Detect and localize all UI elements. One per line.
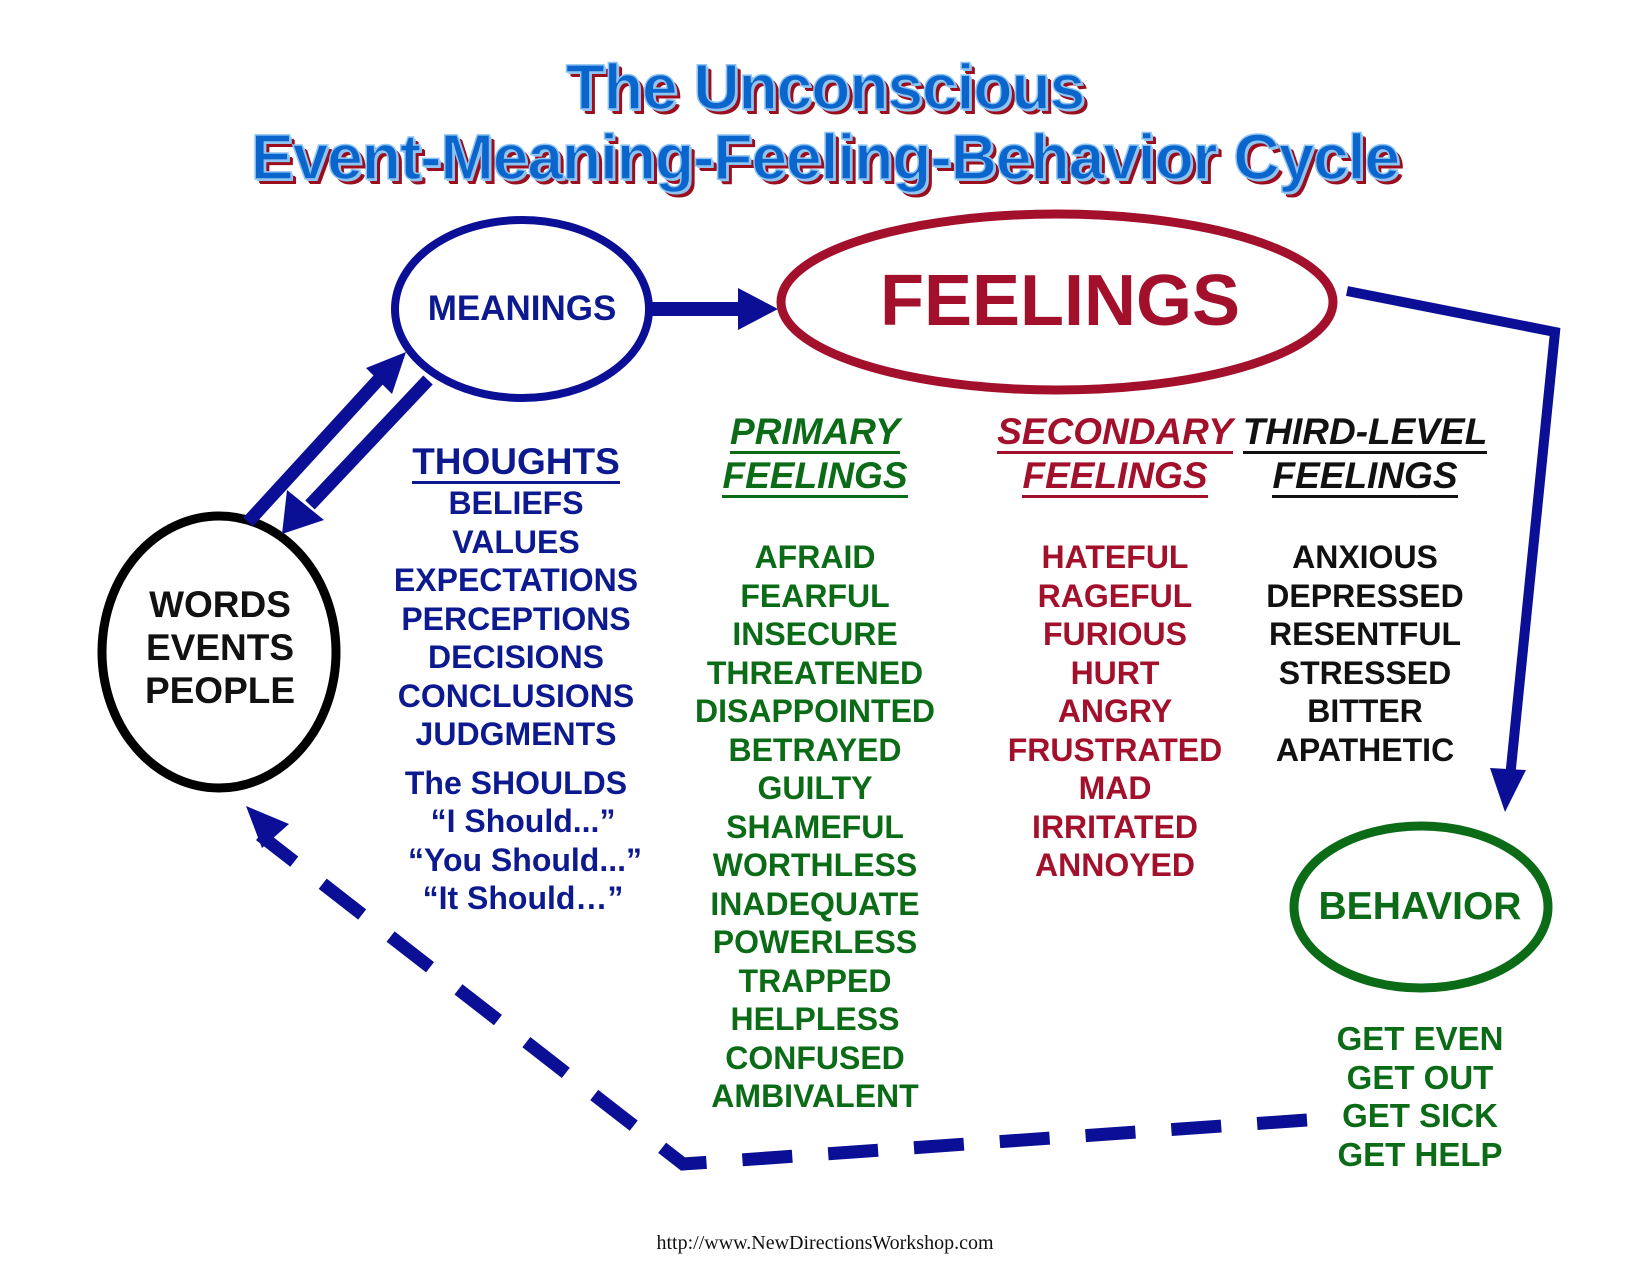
should-item: “You Should...” [407, 841, 643, 878]
should-item: “I Should...” [430, 803, 616, 839]
secondary-feeling-item: ANGRY [1057, 693, 1173, 729]
primary-feeling-item: DISAPPOINTED [694, 693, 936, 729]
events-label-people: PEOPLE [144, 670, 296, 711]
primary-feeling-item: GUILTY [757, 770, 873, 806]
primary-feeling-item: BETRAYED [728, 731, 902, 768]
feelings-ellipse [776, 209, 1338, 395]
secondary-feelings-heading: SECONDARY FEELINGS [997, 411, 1233, 498]
thought-item: VALUES [452, 523, 580, 560]
secondary-feeling-item: HURT [1070, 654, 1160, 691]
primary-feeling-item: CONFUSED [725, 1039, 905, 1076]
shoulds-heading: The SHOULDS [404, 764, 628, 801]
primary-feeling-item: WORTHLESS [712, 847, 918, 883]
meanings-ellipse [391, 216, 653, 402]
thought-item: PERCEPTIONS [401, 600, 631, 637]
behavior-item: GET SICK [1342, 1097, 1498, 1134]
behavior-item: GET OUT [1346, 1058, 1494, 1096]
behavior-to-events-dashed-arrow [246, 806, 1308, 1171]
primary-feeling-item: AMBIVALENT [711, 1078, 919, 1114]
thought-item: DECISIONS [427, 639, 605, 675]
events-ellipse [97, 511, 341, 793]
thought-item: EXPECTATIONS [393, 562, 639, 598]
secondary-feeling-item: MAD [1078, 770, 1152, 806]
secondary-feeling-item: HATEFUL [1041, 539, 1189, 575]
primary-feeling-item: INSECURE [732, 616, 898, 652]
third-level-feeling-item: BITTER [1307, 693, 1423, 729]
primary-feeling-item: HELPLESS [730, 1001, 900, 1037]
secondary-feeling-item: FURIOUS [1043, 616, 1187, 652]
third-level-feelings-heading: THIRD-LEVEL FEELINGS [1242, 411, 1488, 498]
third-level-feeling-item: STRESSED [1278, 654, 1452, 691]
events-to-meanings-arrow [243, 352, 406, 527]
primary-feeling-item: SHAMEFUL [726, 808, 904, 845]
behavior-item: GET HELP [1337, 1135, 1503, 1173]
footer-url[interactable]: http://www.NewDirectionsWorkshop.com [656, 1232, 994, 1254]
behaviors-list: GET EVEN GET OUT GET SICK GET HELP [1290, 1020, 1550, 1174]
events-label-events: EVENTS [145, 627, 295, 668]
meanings-label: MEANINGS [427, 289, 617, 328]
behavior-ellipse [1289, 821, 1553, 993]
thoughts-column: THOUGHTS BELIEFS VALUES EXPECTATIONS PER… [366, 440, 666, 918]
primary-feelings-list: AFRAID FEARFUL INSECURE THREATENED DISAP… [660, 538, 970, 1116]
third-level-feelings-list: ANXIOUS DEPRESSED RESENTFUL STRESSED BIT… [1225, 538, 1505, 769]
feelings-label: FEELINGS [879, 261, 1241, 341]
third-level-feeling-item: RESENTFUL [1269, 616, 1461, 652]
secondary-feeling-item: FRUSTRATED [1007, 731, 1223, 768]
secondary-feelings-list: HATEFUL RAGEFUL FURIOUS HURT ANGRY FRUST… [955, 538, 1275, 885]
third-level-feeling-item: APATHETIC [1275, 731, 1455, 768]
thought-item: BELIEFS [448, 485, 584, 521]
primary-feeling-item: POWERLESS [712, 924, 918, 960]
behavior-label: BEHAVIOR [1318, 885, 1522, 928]
primary-feeling-item: AFRAID [754, 539, 876, 575]
primary-feelings-heading: PRIMARY FEELINGS [722, 411, 908, 498]
events-label: WORDS EVENTS PEOPLE [120, 583, 320, 712]
title-line-2: Event-Meaning-Feeling-Behavior Cycle [250, 121, 1401, 193]
should-item: “It Should…” [422, 880, 624, 916]
primary-feeling-item: THREATENED [706, 654, 924, 691]
primary-feeling-item: FEARFUL [740, 577, 890, 614]
feelings-to-behavior-arrow [1346, 286, 1561, 812]
title-line-1: The Unconscious [565, 51, 1086, 123]
thought-item: CONCLUSIONS [397, 677, 635, 714]
secondary-feeling-item: RAGEFUL [1037, 577, 1193, 614]
secondary-feeling-item: IRRITATED [1032, 808, 1198, 845]
primary-feeling-item: INADEQUATE [710, 885, 920, 922]
thought-item: JUDGMENTS [415, 716, 617, 752]
secondary-feeling-item: ANNOYED [1034, 847, 1195, 883]
meanings-to-feelings-arrow [652, 288, 778, 330]
events-label-words: WORDS [149, 584, 291, 625]
primary-feeling-item: TRAPPED [738, 962, 892, 999]
third-level-feeling-item: ANXIOUS [1292, 539, 1438, 575]
thoughts-heading: THOUGHTS [412, 441, 620, 484]
behavior-item: GET EVEN [1336, 1020, 1504, 1057]
meanings-to-events-arrow [282, 375, 433, 534]
third-level-feeling-item: DEPRESSED [1266, 577, 1464, 614]
